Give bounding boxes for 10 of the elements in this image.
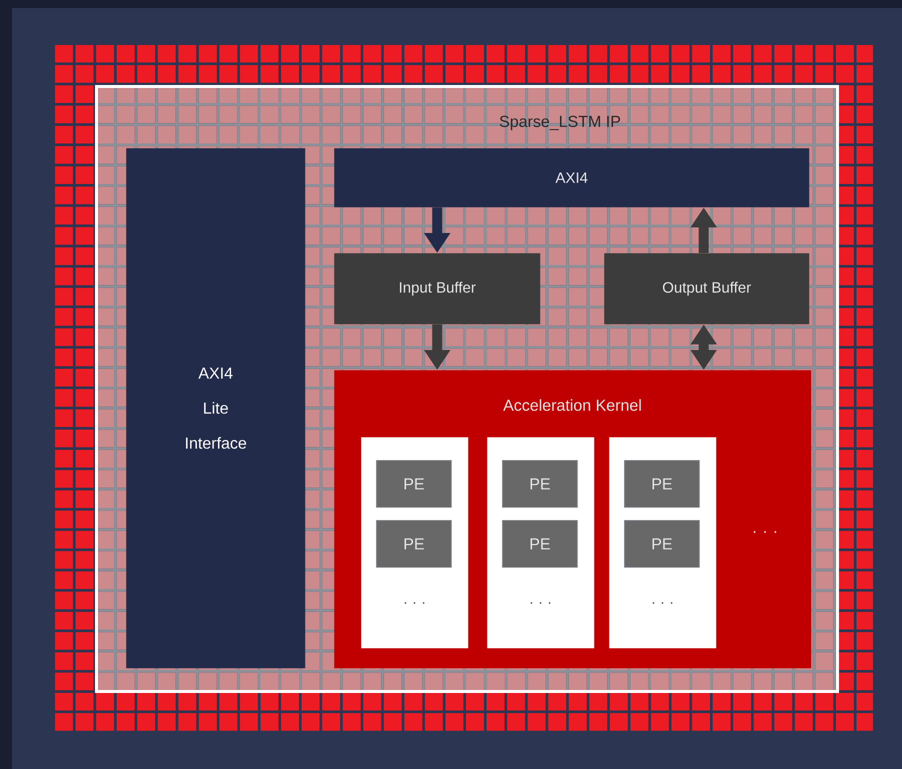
- block: Output Buffer: [604, 253, 810, 324]
- pe-box: PE: [502, 520, 578, 568]
- block: Input Buffer: [334, 253, 540, 324]
- interface-block: AXI4 Lite Interface: [126, 148, 306, 668]
- block: AXI4: [334, 148, 810, 208]
- pe-box: PE: [624, 520, 700, 568]
- pe-box: PE: [502, 460, 578, 508]
- pe-box: PE: [624, 460, 700, 508]
- pe-box: PE: [376, 520, 452, 568]
- pe-box: PE: [376, 460, 452, 508]
